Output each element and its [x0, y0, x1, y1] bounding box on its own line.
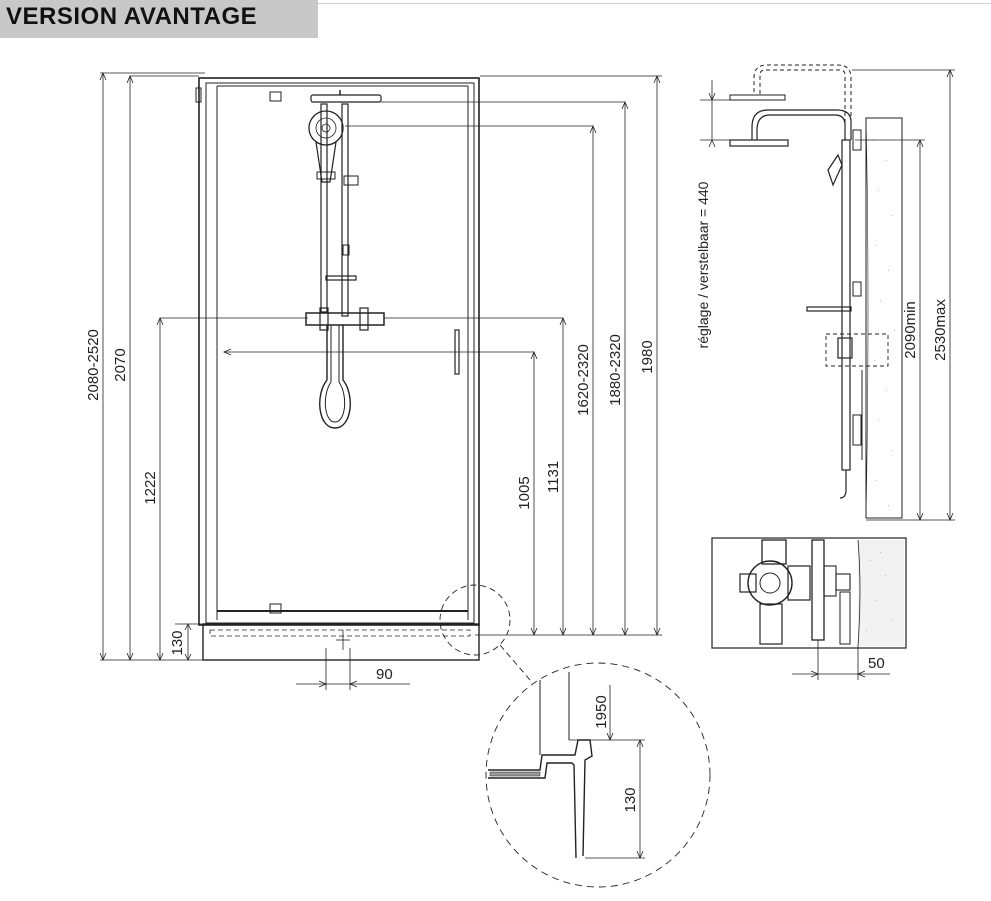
front-dimensions: [99, 71, 661, 690]
wall-texture: [873, 139, 896, 507]
thermostatic-mixer: [305, 312, 385, 326]
detail-callout-marker: [439, 584, 511, 656]
side-view: réglage / verstelbaar = 440 2090min 2530…: [695, 64, 955, 522]
page-title: VERSION AVANTAGE: [6, 3, 258, 30]
dim-max-height: 2530max: [932, 299, 949, 361]
mixer-detail-box: [825, 333, 889, 367]
dim-handle-height: 1005: [516, 476, 533, 509]
dim-2070: 2070: [112, 348, 129, 381]
shower-enclosure: [195, 77, 480, 626]
dim-tray-rim: 130: [622, 787, 639, 812]
adjust-range-label: réglage / verstelbaar = 440: [695, 181, 711, 348]
shower-column: [305, 90, 385, 429]
hinge-bottom: [269, 603, 282, 614]
top-rule: [318, 3, 991, 4]
shower-head: [310, 94, 382, 103]
tray-detail: 1950 130: [485, 662, 711, 888]
dim-valve-offset: 50: [868, 655, 885, 672]
shower-tray: [202, 623, 480, 661]
dim-drain-offset: 90: [376, 666, 393, 683]
hinge-top: [269, 91, 282, 102]
dim-min-height: 2090min: [902, 301, 919, 359]
dim-bar-height: 1131: [545, 461, 562, 493]
dim-tray-height: 130: [169, 630, 186, 655]
dim-total-height: 2080-2520: [85, 329, 102, 401]
head-raised: [729, 94, 786, 101]
dim-mixer-height: 1222: [142, 471, 159, 504]
front-view: 2080-2520 2070 1222 130 1005 1131 1620-2…: [85, 71, 662, 690]
dim-hand-shower-height: 1620-2320: [575, 344, 592, 416]
title-banner: VERSION AVANTAGE: [0, 0, 318, 38]
dim-door-height: 1980: [639, 340, 656, 373]
dim-tray-step: 1950: [593, 695, 610, 728]
soap-dish: [325, 275, 357, 281]
dim-head-height: 1880-2320: [607, 334, 624, 406]
hand-shower: [308, 110, 344, 146]
valve-body: [747, 560, 793, 606]
valve-detail: 50: [711, 537, 907, 680]
head-lowered: [729, 139, 789, 147]
shower-hose: [319, 325, 351, 429]
